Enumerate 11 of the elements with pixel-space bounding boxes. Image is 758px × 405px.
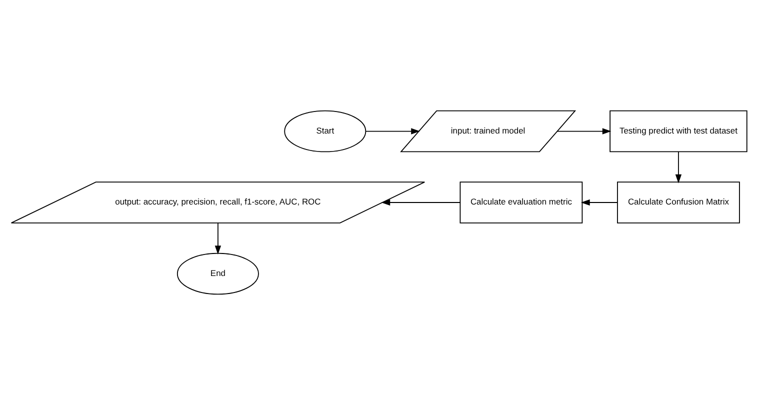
arrow: [580, 199, 618, 206]
arrow: [214, 222, 222, 255]
arrow: [365, 128, 420, 134]
node-box: Calculate Confusion Matrix: [617, 182, 740, 224]
arrow: [381, 199, 460, 206]
arrow: [675, 151, 682, 184]
arrow: [556, 128, 612, 134]
node-box: Calculate evaluation metric: [460, 182, 583, 224]
node-ellipse: End: [176, 252, 259, 295]
node-box: Testing predict with test dataset: [610, 110, 748, 152]
node-ellipse: Start: [284, 110, 366, 152]
